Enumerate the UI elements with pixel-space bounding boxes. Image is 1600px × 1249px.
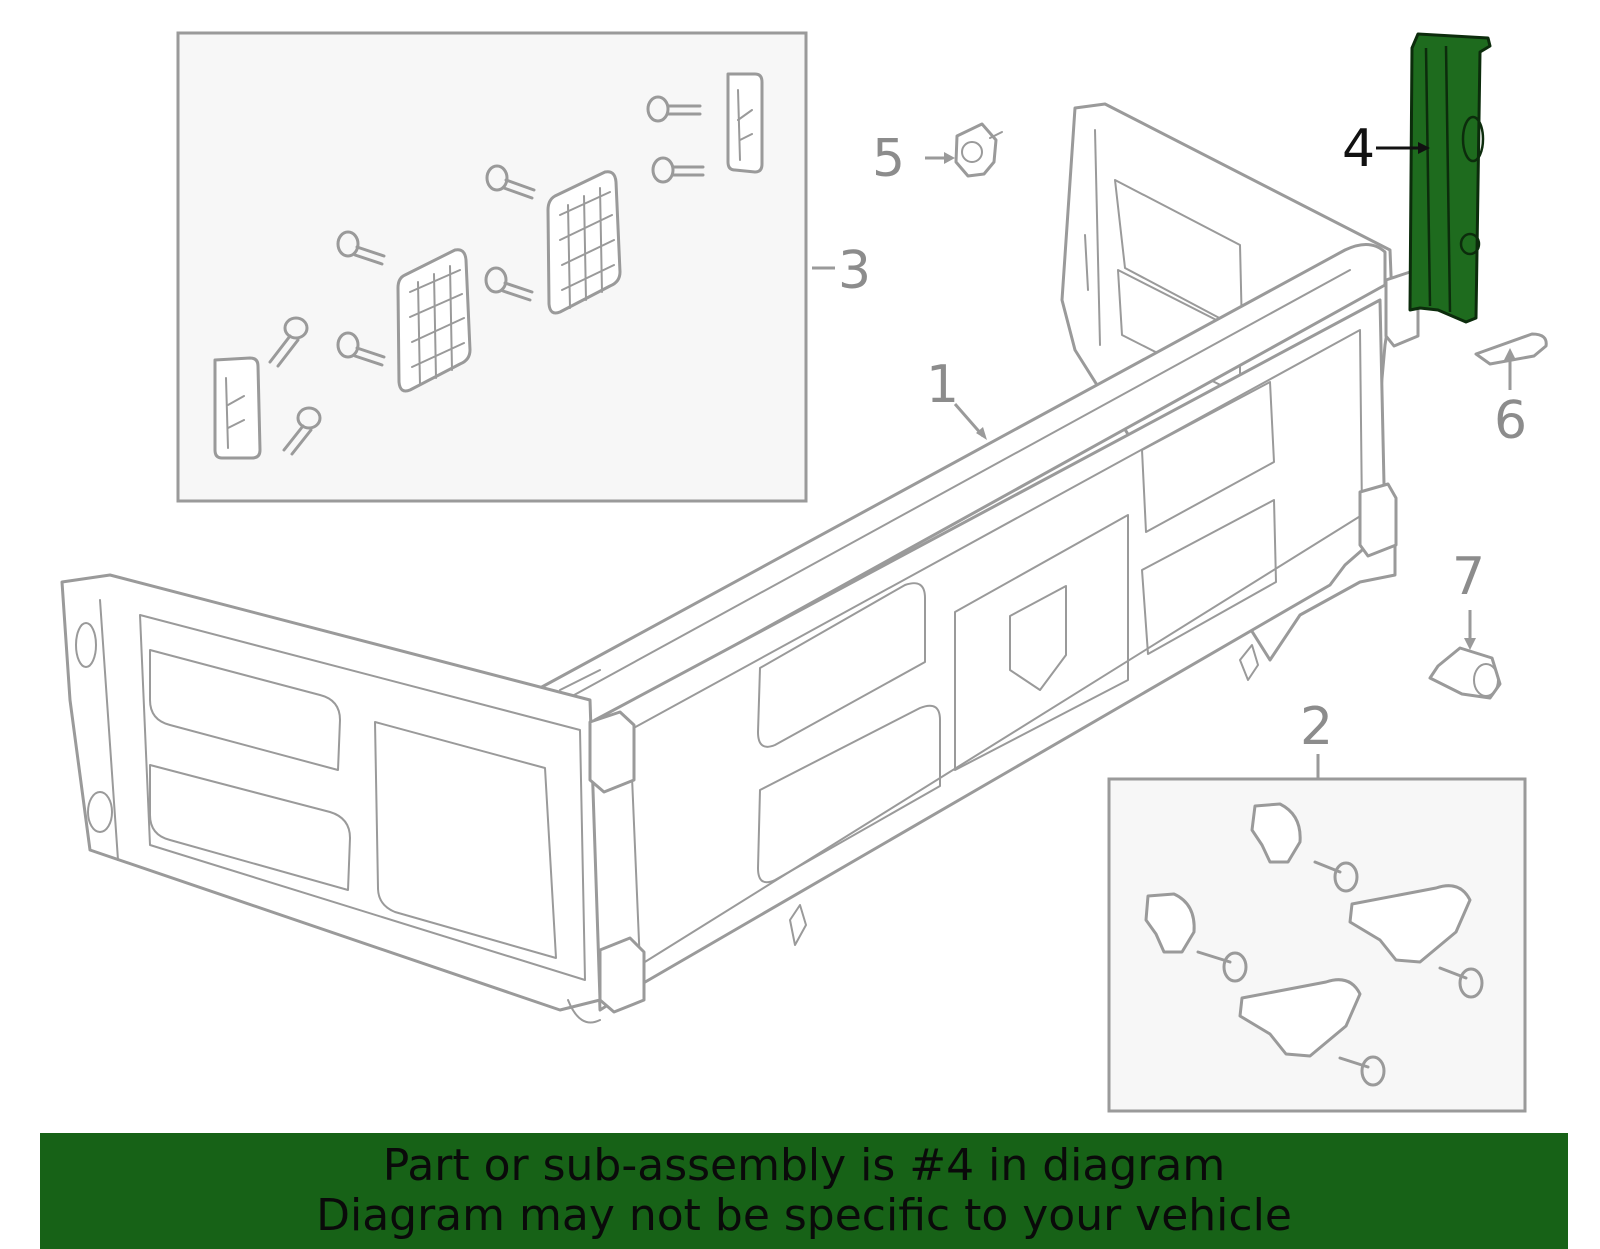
part-info-banner: Part or sub-assembly is #4 in diagram Di… <box>40 1133 1568 1249</box>
kit-box-3 <box>176 31 808 503</box>
callout-7: 7 <box>1452 547 1485 607</box>
callout-2: 2 <box>1300 697 1333 757</box>
leader-lines <box>812 142 1516 779</box>
part-6-pad <box>1474 332 1548 366</box>
callout-1: 1 <box>926 355 959 415</box>
kit-box-2 <box>1107 777 1527 1113</box>
callout-6: 6 <box>1494 391 1527 451</box>
banner-line-part-number: Part or sub-assembly is #4 in diagram <box>382 1140 1226 1191</box>
part-7-bracket <box>1428 646 1502 700</box>
callout-5: 5 <box>872 129 905 189</box>
callout-3: 3 <box>838 241 871 301</box>
bed-extender-assembly <box>60 102 1420 1024</box>
part-4-highlighted-bracket <box>1408 32 1492 324</box>
banner-line-disclaimer: Diagram may not be specific to your vehi… <box>316 1190 1292 1241</box>
part-5-clip <box>954 122 1003 178</box>
callout-4: 4 <box>1342 119 1375 179</box>
